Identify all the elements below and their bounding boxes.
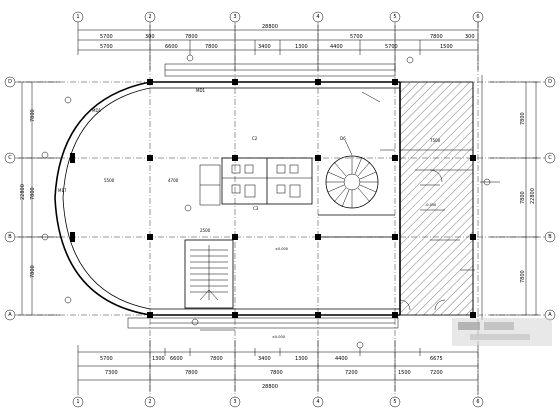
south-window-band [127,317,399,329]
axis-label-bottom-2: 2 [148,399,151,405]
label-c2: C2 [252,136,258,141]
top-dim2-5: 1300 [295,44,308,50]
left-dimension-text: 7800 7800 7800 22800 [20,109,36,278]
axis-label-bottom-4: 4 [316,399,319,405]
right-dim-3: 7800 [520,270,526,283]
bottom-dim-7: 4400 [335,356,348,362]
left-dim-3: 7800 [30,265,36,278]
bottom-dim2-2: 7800 [185,370,198,376]
axis-label-bottom-5: 5 [393,399,396,405]
axis-label-top-3: 3 [233,14,236,20]
left-dim-2: 7800 [30,187,36,200]
axis-label-left-b: B [8,234,12,240]
stair-south [184,239,234,309]
elevation-3: ±0.000 [272,335,285,339]
left-dim-1: 7800 [30,109,36,122]
label-2500: 2500 [200,228,211,233]
left-dim-overall: 22800 [20,184,26,200]
label-md1-a: MD1 [92,108,102,113]
bottom-dim2-3: 7800 [270,370,283,376]
small-room [199,164,221,206]
label-m17: M17 [58,188,67,193]
label-d6: D6 [340,136,346,141]
top-dim2-8: 1500 [440,44,453,50]
top-dim-1: 5700 [100,34,113,40]
top-axis-bubbles: 1 2 3 4 5 6 [72,11,484,23]
bottom-dimension-text: 5700 1300 6600 7800 3400 1300 4400 6675 … [100,356,443,390]
building-outline [54,75,483,320]
axis-label-top-2: 2 [148,14,151,20]
room-labels: MD1 MD1 M17 C2 C3 D6 5500 4700 2500 7500… [58,88,441,339]
axis-label-bottom-6: 6 [476,399,479,405]
north-window-band [164,63,396,77]
bottom-dim-8: 6675 [430,356,443,362]
watermark-block [452,318,552,346]
bottom-dim-1: 5700 [100,356,113,362]
label-4700: 4700 [168,178,179,183]
axis-bubble-top-1 [72,11,84,23]
right-dim-overall: 22800 [530,188,536,204]
bottom-dim-2: 1300 [152,356,165,362]
label-md1-b: MD1 [196,88,206,93]
bottom-dim-5: 3400 [258,356,271,362]
left-axis-bubbles: D C B A [4,76,16,321]
interior-partitions [318,149,473,311]
axis-label-left-d: D [8,79,12,85]
axis-label-top-4: 4 [316,14,319,20]
top-dim-7: 300 [465,34,475,40]
bottom-dim2-4: 7200 [345,370,358,376]
axis-label-right-a: A [548,312,552,318]
axis-label-bottom-3: 3 [233,399,236,405]
top-dim2-3: 7800 [205,44,218,50]
bottom-overall: 28800 [262,384,278,390]
spiral-stair [325,155,379,209]
bottom-dim2-6: 7200 [430,370,443,376]
top-dim2-4: 3400 [258,44,271,50]
bottom-dim-6: 1300 [295,356,308,362]
top-dim-5: 5700 [350,34,363,40]
axis-bubble-bottom-1 [72,396,84,408]
axis-label-right-b: B [548,234,552,240]
bottom-axis-bubbles: 1 2 3 4 5 6 [72,396,484,408]
top-dim-3: 7800 [185,34,198,40]
top-dim2-1: 5700 [100,44,113,50]
axis-label-top-1: 1 [76,14,79,20]
bottom-dim2-5: 1500 [398,370,411,376]
bottom-dimension-lines [77,340,479,395]
axis-label-top-6: 6 [476,14,479,20]
right-dimension-text: 7800 7800 7800 22800 [520,112,536,283]
axis-label-left-a: A [8,312,12,318]
label-7500: 7500 [430,138,441,143]
top-dim2-2: 6600 [165,44,178,50]
top-dimension-lines [77,22,479,70]
axis-label-right-c: C [548,155,552,161]
bottom-dim-4: 7800 [210,356,223,362]
right-dim-2: 7800 [520,191,526,204]
right-axis-bubbles: D C B A [544,76,556,321]
label-5500: 5500 [104,178,115,183]
top-dimension-text: 5700 300 7800 28800 5700 7800 300 5700 6… [100,24,475,50]
right-dim-1: 7800 [520,112,526,125]
label-c3: C3 [253,206,259,211]
top-dim2-6: 4400 [330,44,343,50]
axis-label-bottom-1: 1 [76,399,79,405]
top-dim-2: 300 [145,34,155,40]
toilet-block [221,157,313,205]
axis-label-top-5: 5 [393,14,396,20]
bottom-dim2-1: 7300 [105,370,118,376]
bottom-dim-3: 6600 [170,356,183,362]
leader-lines [200,91,500,331]
axis-label-right-d: D [548,79,552,85]
elevation-2: -0.450 [425,203,436,207]
axis-label-left-c: C [8,155,12,161]
elevation-1: ±0.000 [275,247,288,251]
top-dim2-7: 5700 [385,44,398,50]
top-dim-6: 7800 [430,34,443,40]
hatched-zone [399,81,474,316]
top-overall: 28800 [262,24,278,30]
